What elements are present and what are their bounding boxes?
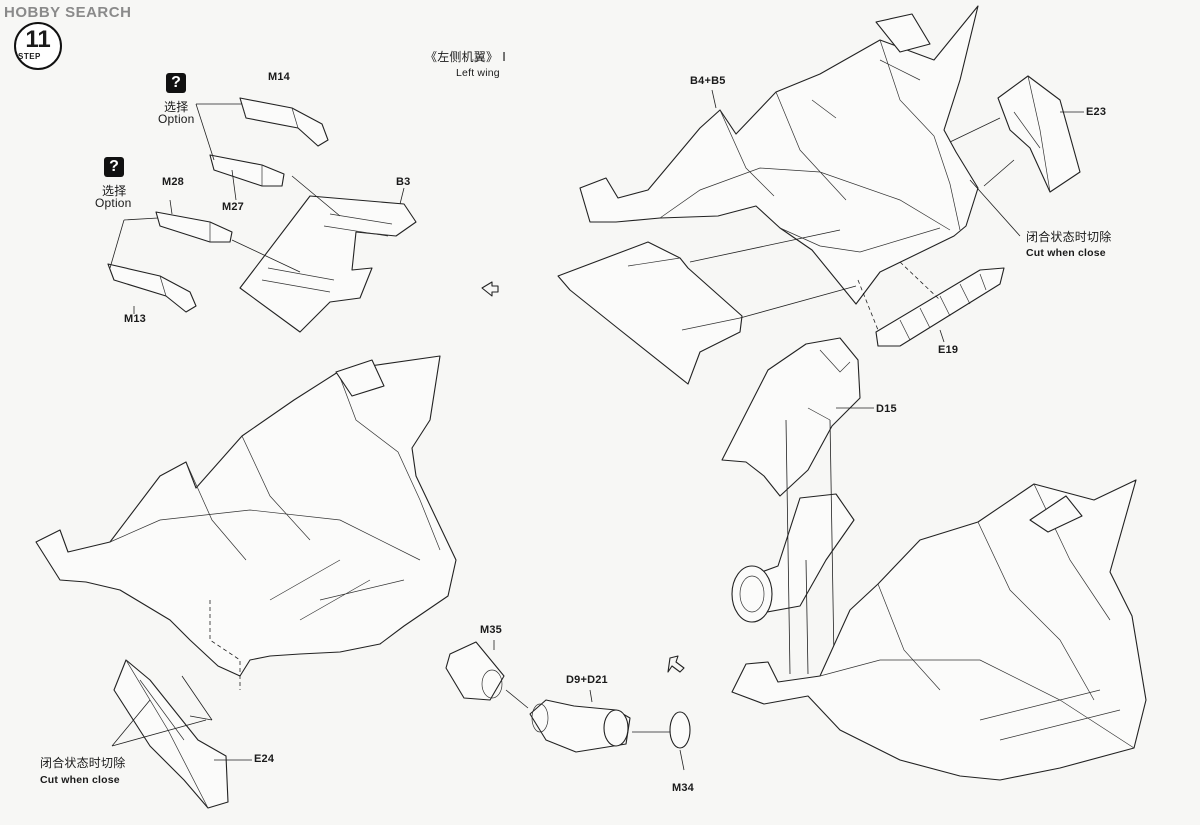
part-m14-drawing <box>239 97 329 147</box>
part-label-e19: E19 <box>938 344 959 356</box>
part-label-m13: M13 <box>124 313 146 325</box>
option-label-cn: 选择 <box>164 100 189 114</box>
direction-arrow-1 <box>481 281 499 297</box>
wing-lower-right-drawing <box>731 479 1147 781</box>
intake-d15-drawing <box>721 337 874 497</box>
part-label-e23: E23 <box>1086 106 1107 118</box>
cut-note-en: Cut when close <box>40 774 120 786</box>
aileron-e24-drawing <box>111 659 252 809</box>
hobby-search-watermark: HOBBY SEARCH <box>4 4 132 21</box>
part-label-m34: M34 <box>672 782 694 794</box>
wing-upper-drawing <box>579 5 979 305</box>
disc-m34-drawing <box>632 711 691 771</box>
cut-note-cn: 闭合状态时切除 <box>1026 230 1112 244</box>
part-label-m27: M27 <box>222 201 244 213</box>
part-m27-drawing <box>209 154 285 187</box>
step-number: 11 <box>25 26 51 53</box>
option-label-en: Option <box>95 196 132 210</box>
part-m13-drawing <box>107 263 197 313</box>
flap-upper-drawing <box>557 229 857 385</box>
part-label-d15: D15 <box>876 403 897 415</box>
question-mark-icon: ? <box>104 157 124 177</box>
part-label-b4b5: B4+B5 <box>690 75 726 87</box>
part-label-m14: M14 <box>268 71 290 83</box>
section-title-en: Left wing <box>456 67 500 79</box>
flap-b3-drawing <box>231 175 417 333</box>
hinge-e19-drawing <box>875 267 1005 347</box>
cut-note-cn: 闭合状态时切除 <box>40 756 126 770</box>
part-label-e24: E24 <box>254 753 275 765</box>
step-badge: 11 STEP <box>14 22 62 70</box>
step-word: STEP <box>18 52 41 61</box>
part-label-d9d21: D9+D21 <box>566 674 608 686</box>
option-label-cn: 选择 <box>102 184 127 198</box>
direction-arrow-2 <box>667 655 685 673</box>
exhaust-tube-drawing <box>731 493 855 623</box>
part-label-b3: B3 <box>396 176 411 188</box>
part-label-m35: M35 <box>480 624 502 636</box>
wing-lower-left-drawing <box>35 355 457 677</box>
option-label-en: Option <box>158 112 195 126</box>
nozzle-m35-drawing <box>445 641 505 701</box>
aileron-e23-drawing <box>949 75 1084 193</box>
cut-note-en: Cut when close <box>1026 247 1106 259</box>
nozzle-d9d21-drawing <box>529 699 631 753</box>
section-title-cn: 《左侧机翼》 I <box>425 50 506 64</box>
part-label-m28: M28 <box>162 176 184 188</box>
question-mark-icon: ? <box>166 73 186 93</box>
part-m28-drawing <box>155 211 233 243</box>
